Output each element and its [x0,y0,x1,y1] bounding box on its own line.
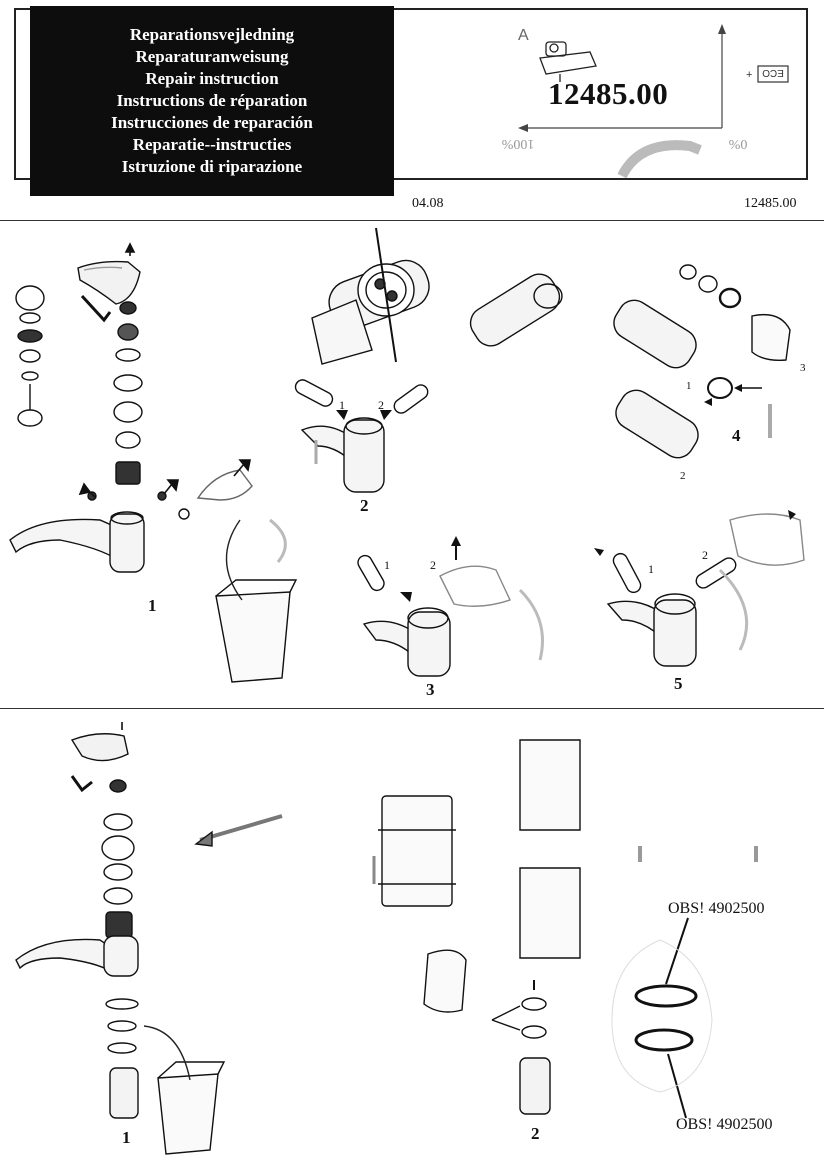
step3-part-1: 1 [384,558,390,572]
product-number-small: 12485.00 [744,196,797,211]
svg-text:A: A [518,27,529,44]
cartridge-sketch [539,41,597,82]
step4-part-1: 1 [686,380,692,392]
title-it: Istruzione di riparazione [121,157,303,176]
step4-arrows [704,384,762,406]
top-divider [0,220,824,221]
step3-arrows [400,536,461,602]
step5-part-1: 1 [648,562,654,576]
step2-part-2: 2 [378,398,384,412]
step-label-4: 4 [732,426,741,445]
section2-right-drawing [611,846,758,1119]
eco-badge: ECO [762,67,784,78]
document-date: 04.08 [412,196,444,211]
step1-exploded-parts [9,260,298,683]
title-de: Reparaturanweisung [135,47,289,66]
step5-part-2: 2 [702,548,708,562]
step5-arrows [594,510,796,556]
step3-drawing [357,554,544,677]
header-frame [14,8,808,180]
pct-right: 0% [728,136,747,151]
step-label-5: 5 [674,674,683,693]
step2-part-1: 1 [339,398,345,412]
middle-divider [0,708,824,709]
product-number: 12485.00 [548,76,669,111]
step4-part-2: 2 [680,470,686,482]
step-label-1: 1 [148,596,157,615]
svg-text:+: + [746,69,752,81]
step2-arrows [336,410,392,420]
obs-note-bottom: OBS! 4902500 [676,1116,773,1133]
step3-part-2: 2 [430,558,436,572]
title-block: Reparationsvejledning Reparaturanweisung… [30,6,394,196]
title-en: Repair instruction [145,69,279,88]
step-label-3: 3 [426,680,435,699]
section2-mid-drawing [372,739,581,1115]
eco-badge-frame [757,65,789,83]
title-es: Instrucciones de reparación [111,113,313,132]
step-label-2: 2 [360,496,369,515]
title-nl: Reparatie--instructies [132,135,292,154]
step4-part-3: 3 [800,362,806,374]
title-da: Reparationsvejledning [129,25,295,44]
section2-step-label-2: 2 [531,1124,540,1143]
step4-drawing [613,264,791,459]
step2-drawing [294,227,563,493]
pct-left: 100% [501,136,534,151]
section2-left-drawing [15,722,283,1155]
obs-note-top: OBS! 4902500 [668,900,765,917]
section2-step-label-1: 1 [122,1128,131,1147]
title-fr: Instructions de réparation [116,91,308,110]
step1-arrows [78,242,251,499]
step5-drawing [606,513,805,667]
